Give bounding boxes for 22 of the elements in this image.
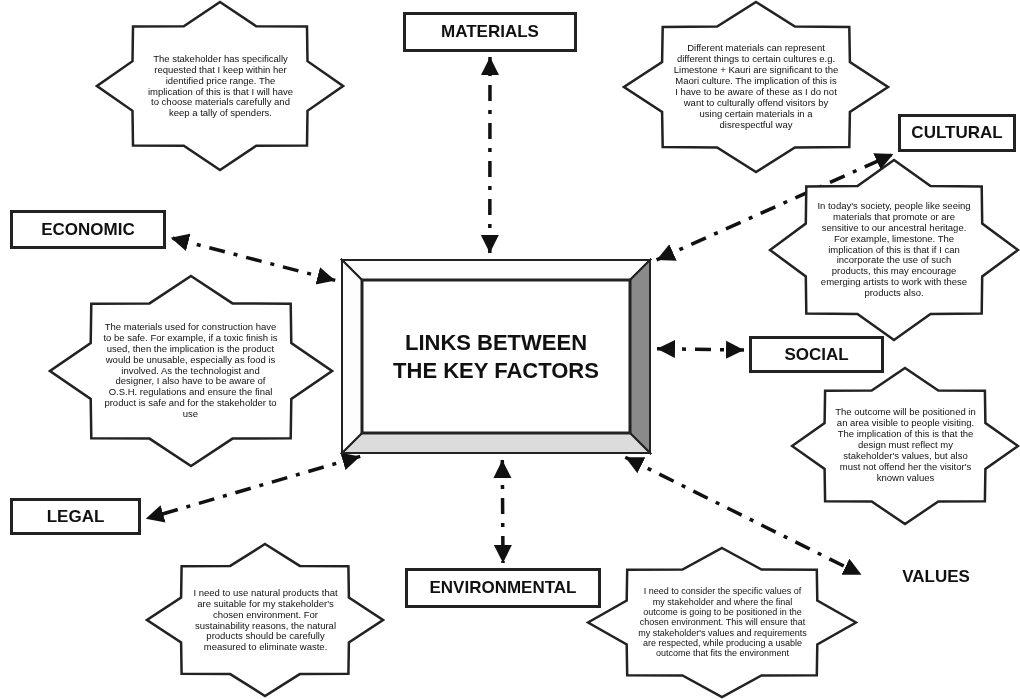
environmental-label: ENVIRONMENTAL (405, 568, 601, 608)
cultural-label: CULTURAL (898, 114, 1016, 152)
note-text: The outcome will be positioned in an area visible to people visiting. The implication of this is that the design must reflect my stakeholder's values, but also must not offend her the visitor's known values (834, 405, 977, 485)
note-text: Different materials can represent different things to certain cultures e.g. Limestone + Kauri are significant to the Maori culture. The implication of this is I have to be aware of these as I do not want to culturally offend visitors by using certain materials in a disrespectful way (673, 41, 839, 132)
note-text: In today's society, people like seeing materials that promote or are sensitive to our ancestral heritage. For example, limestone. The implication of this is that if I can incorporate the use of such products, this may encourage emerging artists to work with these products also. (816, 198, 972, 301)
double-headed-arrow (145, 452, 361, 523)
note-text: I need to use natural products that are suitable for my stakeholder's chosen environment. For sustainability reasons, the natural products should be carefully measured to eliminate waste. (192, 585, 339, 655)
materials-label: MATERIALS (403, 12, 577, 52)
double-headed-arrow (656, 339, 745, 359)
double-headed-arrow (170, 233, 336, 285)
double-headed-arrow (493, 460, 512, 563)
double-headed-arrow (624, 455, 863, 577)
economic-label: ECONOMIC (10, 210, 166, 249)
legal-label: LEGAL (10, 498, 141, 535)
social-label: SOCIAL (749, 336, 884, 373)
values-label: VALUES (866, 562, 1006, 592)
title-text: LINKS BETWEEN THE KEY FACTORS (392, 329, 600, 385)
double-headed-arrow (480, 57, 499, 253)
note-text: The stakeholder has specifically requested that I keep within her identified price range. The implication of this is that I will have to choose materials carefully and keep a tally of spenders. (146, 51, 295, 121)
note-text: I need to consider the specific values of my stakeholder and where the final outcome is going to be positioned in the chosen environment. This will ensure that my stakeholder's values and requirements are respected, while producing a usable outcome that fits the environment (638, 585, 807, 661)
note-text: The materials used for construction have to be safe. For example, if a toxic finish is used, then the implication is the product would be unusable, especially as food is involved. As the technologist and designer, I also have to be aware of O.S.H. regulations and ensure the final product is safe and for the stakeholder to use (102, 319, 279, 422)
double-headed-arrow (655, 152, 895, 262)
